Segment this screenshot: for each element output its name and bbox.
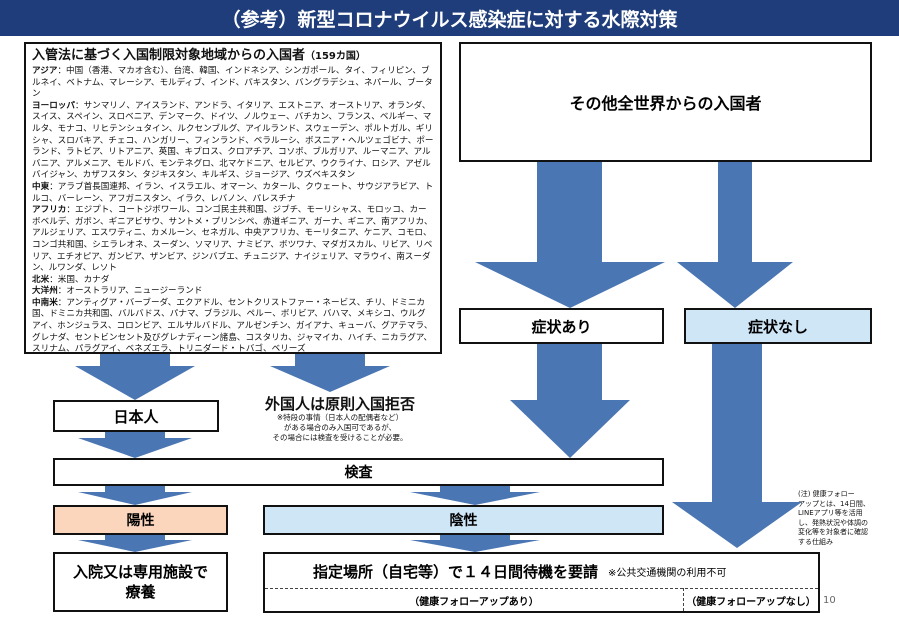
public-transport-note: ※公共交通機関の利用不可 (608, 567, 727, 579)
restricted-regions-count: （159カ国） (305, 51, 366, 62)
arrow-region-to-foreigner (270, 354, 390, 392)
health-followup-note: (注) 健康フォロー アップとは、14日間、 LINEアプリ等を活用 し、発熱状… (798, 490, 870, 546)
arrow-world-to-symptomatic (475, 162, 665, 308)
hospitalization-box: 入院又は専用施設で 療養 (53, 552, 228, 612)
region-africa: アフリカ：エジプト、コートジボワール、コンゴ民主共和国、ジブチ、モーリシャス、モ… (32, 205, 433, 274)
arrow-symptomatic-to-test (510, 343, 630, 458)
arrow-test-to-negative (410, 486, 540, 505)
region-latin-america: 中南米：アンティグア・バーブーダ、エクアドル、セントクリストファー・ネービス、チ… (32, 297, 433, 355)
quarantine-14-days-box: 指定場所（自宅等）で１４日間待機を要請 ※公共交通機関の利用不可 （健康フォロー… (263, 552, 820, 613)
region-asia: アジア：中国（香港、マカオ含む）、台湾、韓国、インドネシア、シンガポール、タイ、… (32, 66, 433, 100)
region-north-america: 北米：米国、カナダ (32, 274, 110, 285)
followup-yes-label: （健康フォローアップあり） (409, 596, 539, 608)
region-oceania: 大洋州：オーストラリア、ニュージーランド (32, 286, 203, 297)
page-number: 10 (823, 595, 836, 606)
arrow-test-to-positive (78, 486, 192, 505)
positive-box: 陽性 (53, 505, 228, 535)
negative-box: 陰性 (263, 505, 664, 535)
japanese-nationals-box: 日本人 (53, 400, 219, 432)
arrow-world-to-asymptomatic (677, 162, 793, 308)
page-title: （参考）新型コロナウイルス感染症に対する水際対策 (0, 0, 899, 36)
arrow-positive-to-hospital (78, 535, 192, 552)
arrow-region-to-japanese (75, 354, 195, 400)
restricted-regions-title-text: 入管法に基づく入国制限対象地域からの入国者 (32, 48, 306, 63)
followup-no-label: （健康フォローアップなし） (686, 596, 816, 608)
restricted-regions-box: 入管法に基づく入国制限対象地域からの入国者（159カ国） アジア：中国（香港、マ… (24, 42, 442, 354)
foreigners-denied-title: 外国人は原則入国拒否 (264, 395, 415, 413)
foreigners-note: ※特段の事情（日本人の配偶者など） がある場合のみ入国可であるが、 その場合には… (272, 413, 408, 442)
test-box: 検査 (53, 458, 664, 486)
arrow-asymptomatic-to-wait (672, 343, 802, 548)
region-europe: ヨーロッパ：サンマリノ、アイスランド、アンドラ、イタリア、エストニア、オーストリ… (32, 100, 434, 181)
asymptomatic-box: 症状なし (684, 308, 872, 344)
arrow-japanese-to-test (78, 432, 192, 458)
quarantine-main-text: 指定場所（自宅等）で１４日間待機を要請 (313, 562, 599, 581)
restricted-regions-title: 入管法に基づく入国制限対象地域からの入国者（159カ国） (32, 48, 434, 65)
symptomatic-box: 症状あり (459, 308, 664, 344)
region-middle-east: 中東：アラブ首長国連邦、イラン、イスラエル、オマーン、カタール、クウェート、サウ… (32, 181, 434, 204)
arrow-negative-to-wait (410, 535, 540, 552)
other-world-entrants-box: その他全世界からの入国者 (459, 42, 872, 162)
